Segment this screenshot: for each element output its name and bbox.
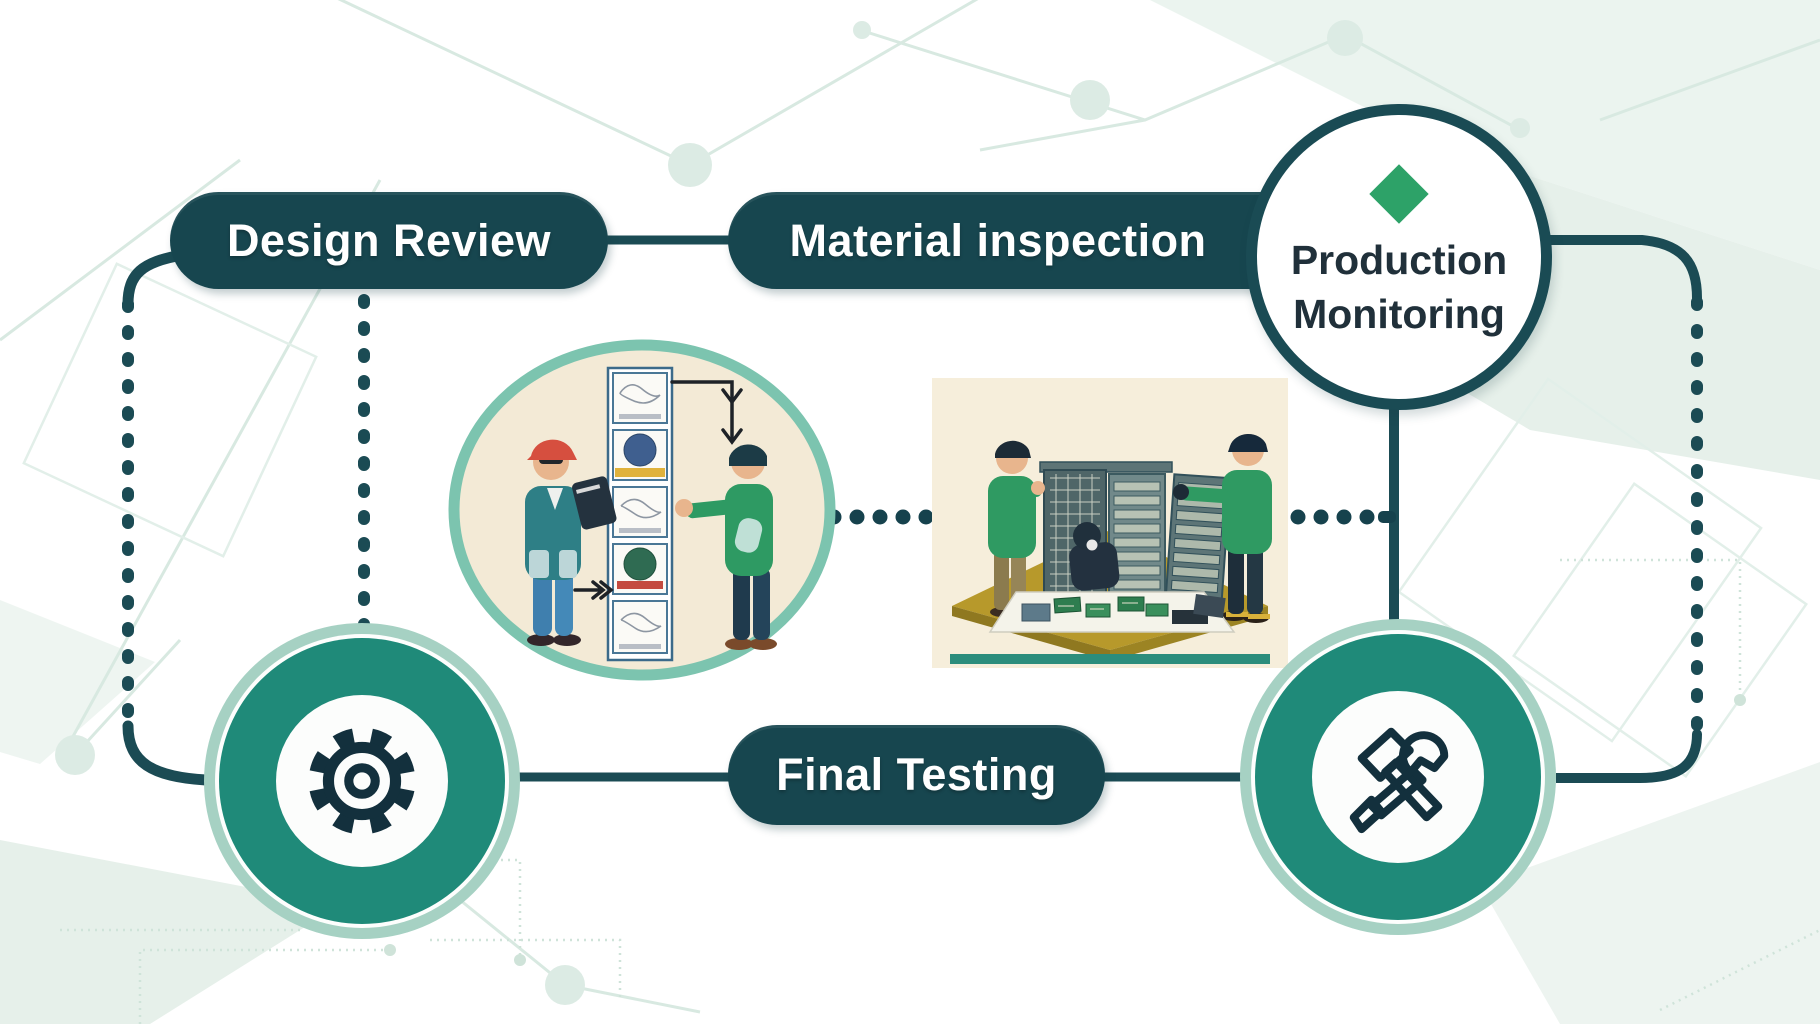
node-process-gear [204,623,520,939]
inspector-right [1173,434,1272,623]
gear-icon [308,727,416,835]
node-design-review: Design Review [170,192,608,289]
hammer-wrench-icon [1349,727,1449,834]
worker-with-clipboard [525,439,617,646]
material-inspection-label: Material inspection [789,214,1207,266]
node-final-testing: Final Testing [728,725,1105,825]
final-testing-label: Final Testing [776,749,1057,800]
production-monitoring-line1: Production [1290,237,1508,283]
design-sketch-column [606,366,674,662]
arrow-annotation [573,380,743,600]
circuit-boards [988,591,1236,633]
node-maintenance-tools [1240,619,1556,935]
dotted-connector-right [1290,509,1396,525]
illustration-material-inspection-scene [932,378,1288,668]
node-material-inspection: Material inspection [728,192,1328,289]
worker-listening [675,444,777,650]
seated-inspector [1069,522,1120,591]
design-review-label: Design Review [226,214,552,266]
equipment-racks [1039,461,1232,605]
node-production-monitoring: Production Monitoring [1246,104,1552,410]
illustration-design-discussion [448,339,836,681]
production-monitoring-label: Production Monitoring [1291,233,1507,341]
production-monitoring-line2: Monitoring [1293,291,1505,337]
diamond-icon [1369,164,1429,224]
dotted-connector-left [826,509,934,525]
